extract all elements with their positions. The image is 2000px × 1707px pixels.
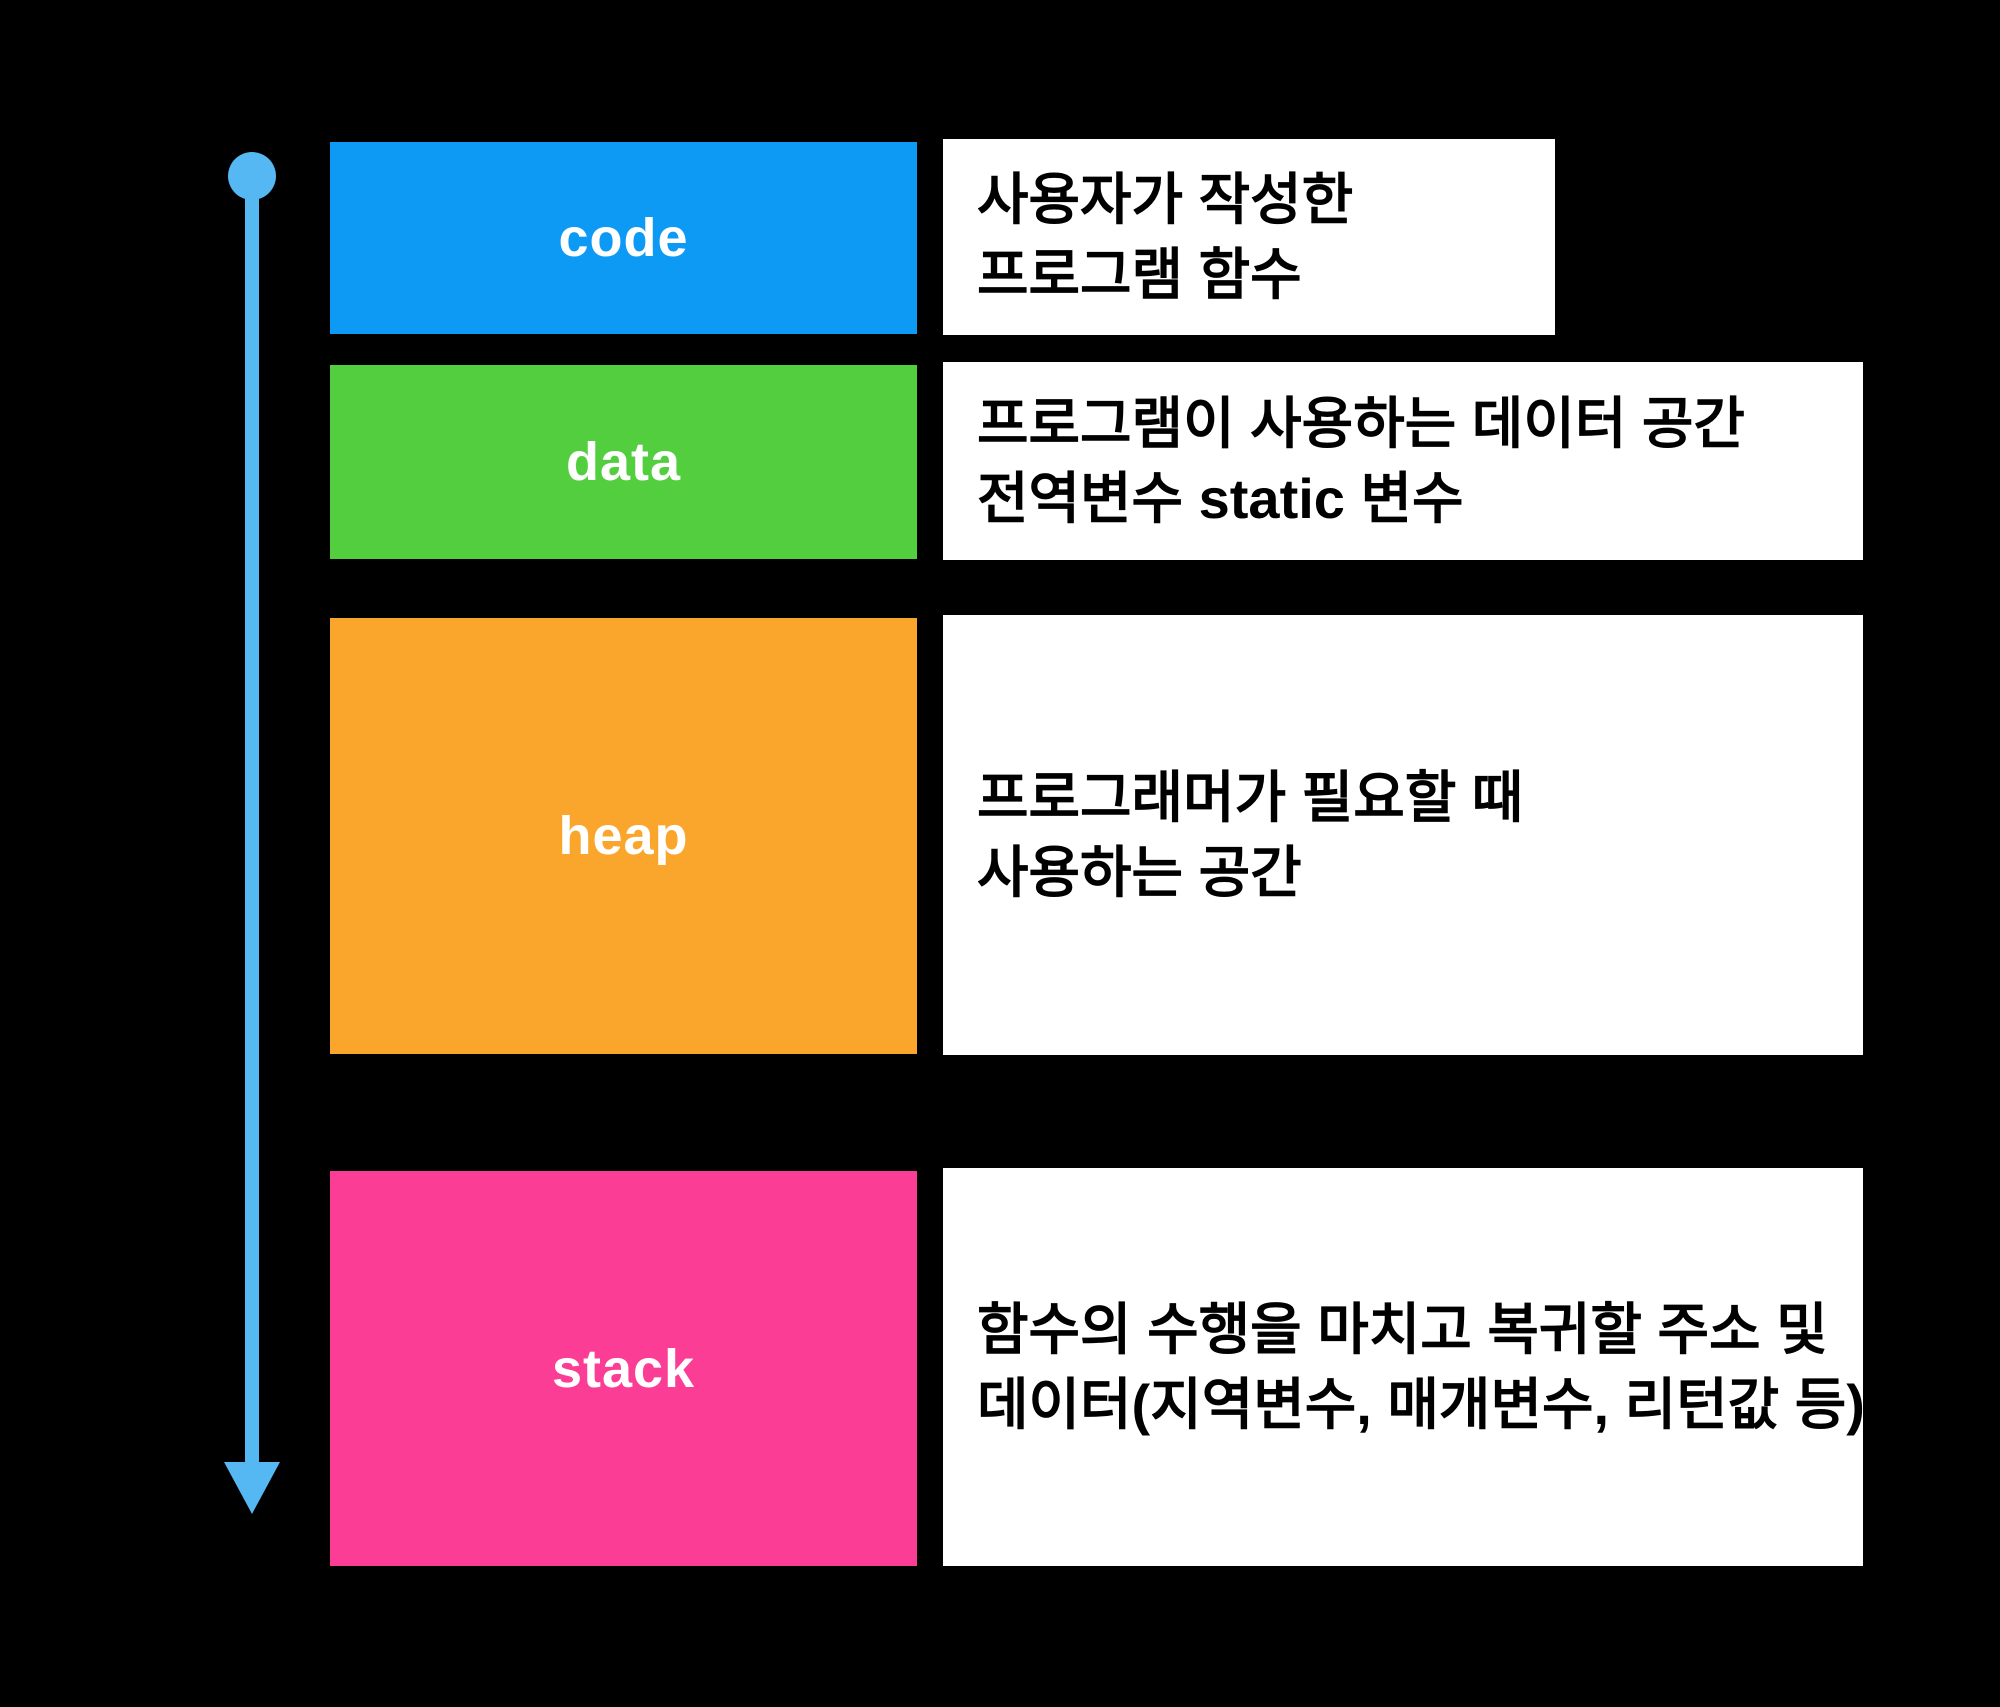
- desc-data: 프로그램이 사용하는 데이터 공간 전역변수 static 변수: [943, 362, 1863, 560]
- desc-data-line-1: 프로그램이 사용하는 데이터 공간: [977, 391, 1745, 455]
- desc-stack-line-2: 데이터(지역변수, 매개변수, 리턴값 등): [977, 1373, 1865, 1436]
- desc-heap-line-2: 사용하는 공간: [977, 841, 1302, 904]
- desc-stack-line-1: 함수의 수행을 마치고 복귀할 주소 및: [977, 1297, 1828, 1361]
- block-data-label: data: [565, 432, 682, 492]
- desc-stack: 함수의 수행을 마치고 복귀할 주소 및 데이터(지역변수, 매개변수, 리턴값…: [943, 1168, 1865, 1566]
- desc-data-line-2: 전역변수 static 변수: [977, 467, 1464, 530]
- desc-code-line-1: 사용자가 작성한: [977, 167, 1354, 231]
- desc-code: 사용자가 작성한 프로그램 함수: [943, 139, 1555, 335]
- arrow-down-icon: [224, 1462, 280, 1514]
- block-stack-label: stack: [551, 1338, 696, 1399]
- block-code-label: code: [558, 208, 689, 268]
- desc-heap: 프로그래머가 필요할 때 사용하는 공간: [943, 615, 1863, 1055]
- desc-heap-line-1: 프로그래머가 필요할 때: [977, 765, 1524, 829]
- block-code: code: [330, 142, 917, 334]
- block-stack: stack: [330, 1171, 917, 1566]
- block-heap-label: heap: [558, 806, 689, 866]
- desc-code-line-2: 프로그램 함수: [977, 243, 1302, 306]
- block-data: data: [330, 365, 917, 559]
- arrow-shaft: [245, 176, 259, 1468]
- block-heap: heap: [330, 618, 917, 1054]
